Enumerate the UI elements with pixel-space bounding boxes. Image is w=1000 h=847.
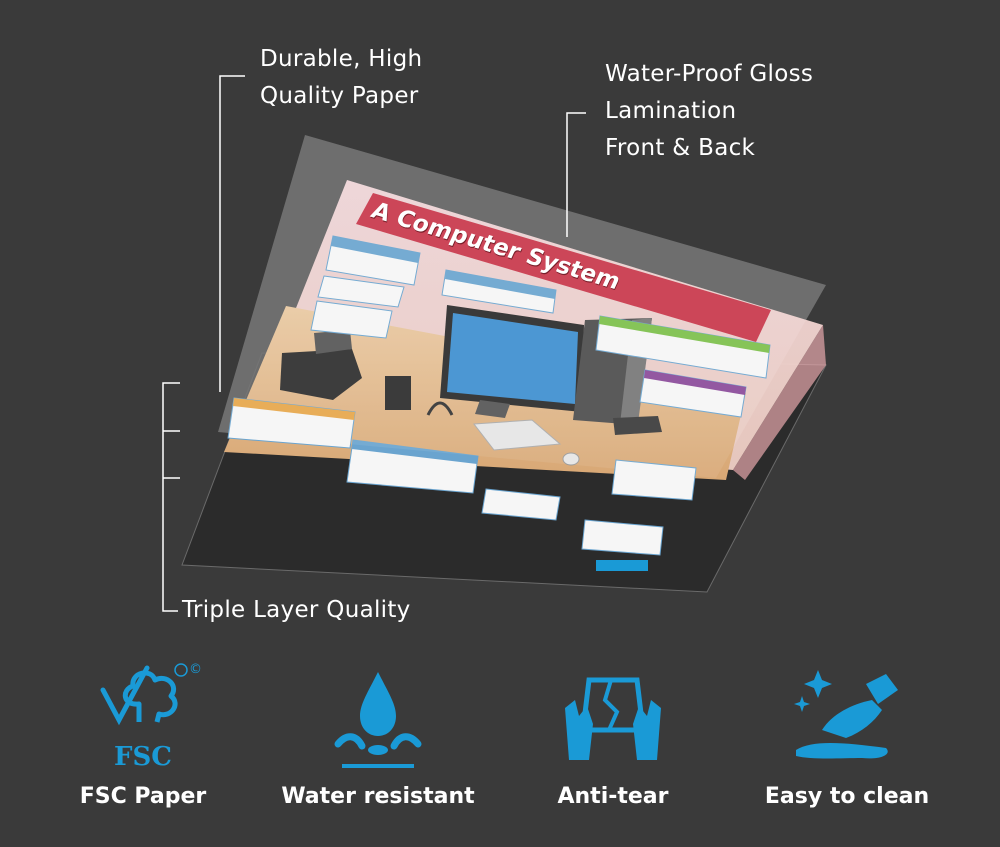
- fsc-tree-icon: [100, 663, 188, 726]
- fsc-copyright-symbol: ©: [189, 662, 202, 677]
- callout-lamination-line-2: Lamination: [605, 98, 737, 124]
- feature-water-resistant: Water resistant: [258, 660, 498, 809]
- hands-tearing-icon: [565, 677, 661, 760]
- monitor-illustration: [440, 305, 584, 418]
- feature-water-resistant-label: Water resistant: [281, 784, 475, 809]
- scanner-illustration: [613, 416, 662, 435]
- feature-fsc: FSC © FSC Paper: [23, 660, 263, 809]
- callout-lamination-line-3: Front & Back: [605, 135, 756, 161]
- callout-paper: Durable, High Quality Paper: [260, 41, 422, 115]
- poster-title-banner: [356, 193, 771, 342]
- layered-poster-illustration: [162, 75, 827, 612]
- callout-lamination: Water-Proof Gloss Lamination Front & Bac…: [605, 56, 813, 167]
- clear-lamination-overlay: [218, 135, 826, 478]
- callout-paper-line-2: Quality Paper: [260, 83, 419, 109]
- water-drop-icon: [334, 672, 422, 768]
- feature-easy-clean: Easy to clean: [727, 660, 967, 809]
- callout-lines: [162, 75, 586, 612]
- feature-easy-clean-label: Easy to clean: [764, 784, 930, 809]
- hand-spray-clean-icon: [794, 670, 898, 759]
- fsc-mark: FSC: [114, 742, 172, 772]
- keyboard-illustration: [473, 419, 562, 451]
- speaker-illustration: [385, 376, 411, 410]
- features-row: FSC © FSC Paper Water resistant Anti-tea…: [0, 660, 1000, 847]
- callout-triple-layer: Triple Layer Quality: [182, 597, 411, 623]
- poster-sheet: [224, 180, 826, 571]
- feature-anti-tear-label: Anti-tear: [557, 784, 669, 809]
- feature-anti-tear: Anti-tear: [493, 660, 733, 809]
- printer-illustration: [280, 330, 362, 400]
- feature-fsc-label: FSC Paper: [79, 784, 207, 809]
- callout-paper-line-1: Durable, High: [260, 46, 423, 72]
- mouse-illustration: [562, 452, 580, 466]
- headset-illustration: [426, 401, 454, 416]
- callout-lamination-line-1: Water-Proof Gloss: [605, 61, 814, 87]
